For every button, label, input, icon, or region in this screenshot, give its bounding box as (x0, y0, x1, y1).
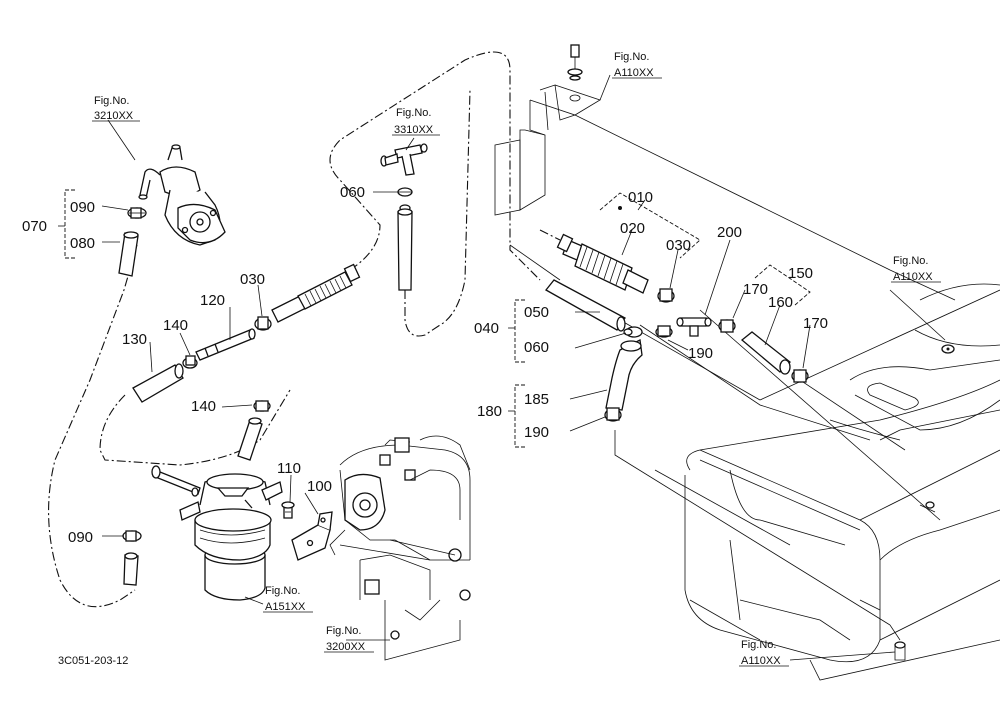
label-part-070: 070 (22, 218, 47, 235)
clamp-090-lower (122, 530, 142, 542)
drawing-code: 3C051-203-12 (58, 655, 128, 667)
label-part-030-right: 030 (666, 237, 691, 254)
bolt-110 (281, 501, 295, 519)
svg-text:A110XX: A110XX (893, 271, 933, 283)
label-part-030-left: 030 (240, 271, 265, 288)
hose-130 (132, 363, 184, 403)
engine-block-drawing (329, 435, 471, 661)
label-part-050: 050 (524, 304, 549, 321)
clamp-140-upper (253, 400, 271, 412)
label-part-090-lower: 090 (68, 529, 93, 546)
svg-text:Fig.No.: Fig.No. (396, 107, 431, 119)
pipe-vertical-return (397, 211, 413, 291)
label-part-080: 080 (70, 235, 95, 252)
clamp-170-right (791, 369, 809, 383)
label-part-150: 150 (788, 265, 813, 282)
group-bracket-150 (754, 264, 811, 306)
svg-text:A110XX: A110XX (741, 655, 781, 667)
clamp-190-lower (604, 407, 622, 422)
bracket-bolt-icon (570, 44, 580, 58)
return-hose-route-line (329, 51, 541, 281)
clamp-030-left (254, 316, 272, 331)
svg-text:3310XX: 3310XX (394, 124, 434, 136)
label-part-060-lower: 060 (524, 339, 549, 356)
pipe-120 (195, 328, 256, 361)
clip-060-upper (397, 187, 413, 212)
clamp-170-left (718, 319, 736, 333)
tee-fitting-3310 (380, 143, 428, 176)
label-part-140-middle: 140 (163, 317, 188, 334)
tank-bracket-drawing (494, 44, 956, 301)
label-part-110: 110 (277, 460, 301, 477)
hose-185 (605, 339, 643, 411)
spring-hose-left (271, 263, 361, 323)
label-part-040: 040 (474, 320, 499, 337)
figref-A110-bottom: Fig.No. A110XX (739, 639, 789, 667)
svg-text:Fig.No.: Fig.No. (326, 625, 361, 637)
clamp-190-upper (655, 325, 673, 338)
hose-160 (740, 331, 791, 375)
svg-text:Fig.No.: Fig.No. (265, 585, 300, 597)
figref-3310: Fig.No. 3310XX (392, 107, 440, 136)
label-part-170-left: 170 (743, 281, 768, 298)
label-part-020: 020 (620, 220, 645, 237)
svg-text:3210XX: 3210XX (94, 110, 134, 122)
fuel-pump-drawing (138, 144, 226, 246)
svg-text:A151XX: A151XX (265, 601, 306, 613)
svg-text:3200XX: 3200XX (326, 641, 366, 653)
tank-strap-drawing (829, 283, 1000, 661)
figref-3210: Fig.No. 3210XX (92, 95, 140, 122)
label-part-100: 100 (307, 478, 332, 495)
label-part-200: 200 (717, 224, 742, 241)
label-part-090-upper: 090 (70, 199, 95, 216)
label-part-120: 120 (200, 292, 225, 309)
label-part-010: 010 (628, 189, 653, 206)
svg-text:Fig.No.: Fig.No. (94, 95, 129, 107)
assembly-guide-lines (509, 244, 941, 641)
svg-text:Fig.No.: Fig.No. (614, 51, 649, 63)
bracket-100 (291, 511, 333, 561)
leader-lines (101, 74, 946, 661)
group-bracket-010 (599, 192, 701, 259)
label-part-180: 180 (477, 403, 502, 420)
joint-200 (676, 317, 712, 337)
fuel-hose-route-line (48, 244, 138, 608)
hose-080 (118, 231, 139, 277)
clamp-030-right (657, 288, 675, 303)
fuel-filter-drawing (151, 465, 283, 601)
spring-hose-020 (556, 233, 649, 294)
svg-text:A110XX: A110XX (614, 67, 654, 79)
clamp-090-upper (127, 207, 147, 219)
group-bracket-070 (64, 189, 75, 259)
label-part-130: 130 (122, 331, 147, 348)
pipe-050 (545, 279, 626, 332)
figref-A151: Fig.No. A151XX (263, 585, 313, 613)
drain-plug-icon (894, 641, 906, 649)
figref-A110-top: Fig.No. A110XX (612, 51, 662, 79)
clamp-140-middle (182, 355, 198, 369)
hose-140 (237, 419, 263, 461)
label-part-190-right: 190 (688, 345, 713, 362)
label-part-160: 160 (768, 294, 793, 311)
svg-text:Fig.No.: Fig.No. (893, 255, 928, 267)
label-part-170-right: 170 (803, 315, 828, 332)
figref-3200: Fig.No. 3200XX (324, 625, 374, 653)
fuel-tank-drawing (684, 289, 1000, 681)
label-part-140-upper: 140 (191, 398, 216, 415)
label-part-060-upper: 060 (340, 184, 365, 201)
clip-060-lower (623, 326, 643, 338)
figref-A110-right: Fig.No. A110XX (891, 255, 941, 283)
label-part-185: 185 (524, 391, 549, 408)
svg-text:Fig.No.: Fig.No. (741, 639, 776, 651)
label-part-190-lower: 190 (524, 424, 549, 441)
